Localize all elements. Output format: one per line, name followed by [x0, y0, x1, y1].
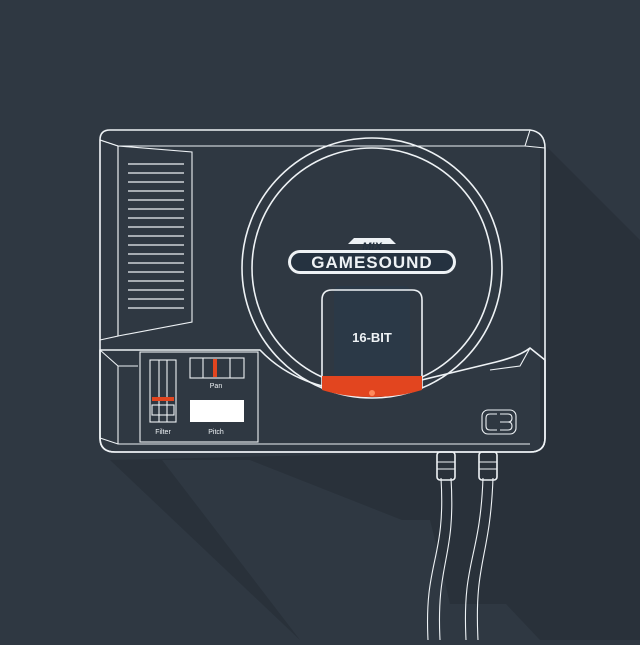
vent-panel — [99, 139, 193, 341]
logo: MIX GAMESOUND — [288, 238, 456, 274]
cartridge-label: 16-BIT — [352, 330, 392, 345]
logo-main-text: GAMESOUND — [311, 253, 432, 272]
pan-label: Pan — [210, 383, 223, 390]
pan-slider — [189, 357, 245, 379]
audio-cables — [426, 477, 494, 641]
audio-connectors — [436, 451, 498, 481]
pitch-label: Pitch — [208, 429, 224, 436]
pitch-pad — [190, 400, 244, 422]
power-led — [369, 390, 375, 396]
long-shadow — [110, 140, 640, 640]
control-panel: Filter Pan Pitch — [139, 351, 259, 443]
filter-label: Filter — [155, 429, 171, 436]
cartridge-slot — [321, 286, 423, 389]
filter-slider — [149, 359, 177, 423]
cb-monogram-icon — [481, 409, 517, 435]
red-accent-arc — [322, 376, 422, 397]
